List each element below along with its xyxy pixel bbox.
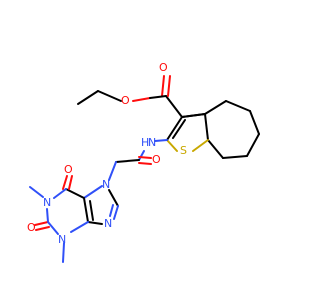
atom-purine-n7: N <box>102 178 110 191</box>
bond-thio-c3a-c7a <box>204 113 209 141</box>
bond-cyclohex-6 <box>222 155 248 159</box>
atom-purine-n9: N <box>104 217 112 230</box>
bond-c5-c6 <box>65 188 85 199</box>
bond-c6-n1 <box>53 188 67 199</box>
atom-thiophene-s: S <box>180 144 187 157</box>
bond-c2-n3 <box>47 221 59 235</box>
bond-cyclohex-4 <box>249 110 260 135</box>
bond-c2-nh <box>154 139 168 142</box>
bond-ester-c-ring <box>165 95 183 118</box>
atom-ester-carbonyl-o: O <box>159 61 168 74</box>
bond-n7-c8 <box>108 189 119 207</box>
bond-c6-o-b <box>68 175 73 190</box>
bond-thio-c7a-cyclohex <box>207 139 224 159</box>
bond-n9-c4 <box>87 221 103 225</box>
bond-n3-c4 <box>70 221 89 233</box>
bond-ethyl-ch3 <box>77 90 99 105</box>
molecule-structure: O O H N S O O N N O N N <box>27 61 260 263</box>
bond-n1-methyl <box>29 186 44 198</box>
bond-amide-carbonyl-b <box>138 162 152 165</box>
bond-ch2-n7 <box>108 161 117 181</box>
bond-thio-c3-c3a <box>181 113 206 118</box>
bond-c4-c5-double <box>89 200 94 221</box>
bond-c6-o-a <box>62 175 68 190</box>
bond-amide-c-ch2 <box>115 159 140 163</box>
atom-purine-c6-o: O <box>64 163 73 176</box>
bond-ester-carbonyl-a <box>161 75 165 97</box>
bond-cyclohex-2 <box>204 100 227 115</box>
atom-amide-nh-h: H <box>141 136 149 149</box>
bond-c4-c5 <box>83 197 89 223</box>
atom-amide-n: N <box>148 136 156 149</box>
bond-amide-carbonyl-a <box>138 156 152 159</box>
atom-ester-ether-o: O <box>121 94 130 107</box>
bond-cyclohex-5 <box>246 133 260 157</box>
bond-c2-o-a <box>34 221 49 226</box>
atom-purine-n1: N <box>43 196 51 209</box>
bond-ester-carbonyl-b <box>167 75 171 97</box>
atom-purine-c2-o: O <box>27 221 36 234</box>
bond-c8-n9 <box>113 205 119 220</box>
bond-c2-o-b <box>35 226 50 231</box>
bond-n1-c2 <box>46 208 49 223</box>
bond-thio-c7a-s <box>192 139 209 152</box>
bond-thio-c2-c3 <box>166 116 183 141</box>
bond-n3-methyl <box>62 242 65 263</box>
bond-nh-carbonyl-c <box>138 150 145 161</box>
bond-c5-n7 <box>83 185 103 199</box>
bond-thio-s-c2 <box>166 139 178 152</box>
bond-c8-n9-double <box>109 204 114 217</box>
bond-thio-c2-c3-double <box>172 119 186 139</box>
bond-ester-c-o <box>149 95 167 99</box>
bond-cyclohex-3 <box>225 100 251 112</box>
bond-ethyl-ch2 <box>97 90 122 102</box>
atom-amide-carbonyl-o: O <box>152 153 161 166</box>
bond-ester-ether-o-c <box>132 97 151 102</box>
atom-purine-n3: N <box>58 233 66 246</box>
